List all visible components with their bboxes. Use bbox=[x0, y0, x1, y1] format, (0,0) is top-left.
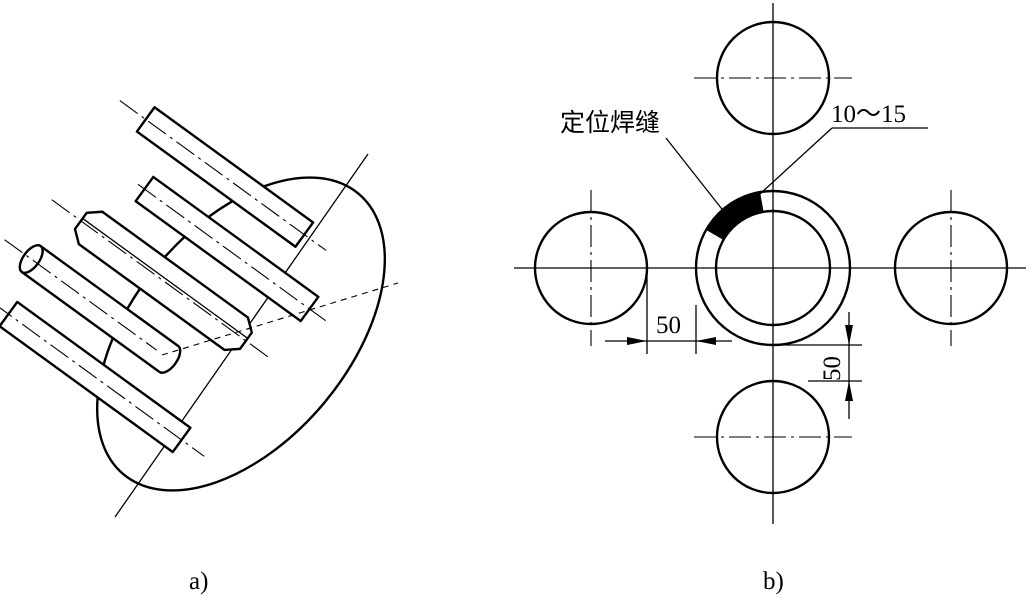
dim-arrow-bottom bbox=[845, 381, 853, 401]
bar-1 bbox=[119, 100, 327, 251]
round-tube bbox=[4, 239, 182, 374]
center-ring-inner bbox=[714, 209, 832, 327]
projection-line bbox=[161, 282, 399, 356]
caption-a: a) bbox=[189, 568, 208, 595]
dim-arrow-left bbox=[627, 337, 647, 345]
hex-bar bbox=[51, 199, 271, 359]
dim-arrow-top bbox=[845, 325, 853, 345]
weld-label: 定位焊缝 bbox=[560, 108, 660, 137]
bar-2 bbox=[134, 175, 329, 323]
bar-5 bbox=[0, 300, 205, 457]
caption-b: b) bbox=[763, 568, 784, 595]
dim-arrow-right bbox=[696, 337, 716, 345]
weld-leader bbox=[665, 137, 726, 214]
panel-a-drawing bbox=[0, 100, 399, 518]
dim-text-vertical: 50 bbox=[819, 356, 846, 381]
size-leader bbox=[759, 127, 833, 195]
tack-weld bbox=[705, 191, 764, 241]
dim-text-horizontal: 50 bbox=[656, 312, 681, 339]
panel-b-drawing bbox=[514, 3, 1026, 524]
weld-size-label: 10～15 bbox=[831, 101, 906, 128]
